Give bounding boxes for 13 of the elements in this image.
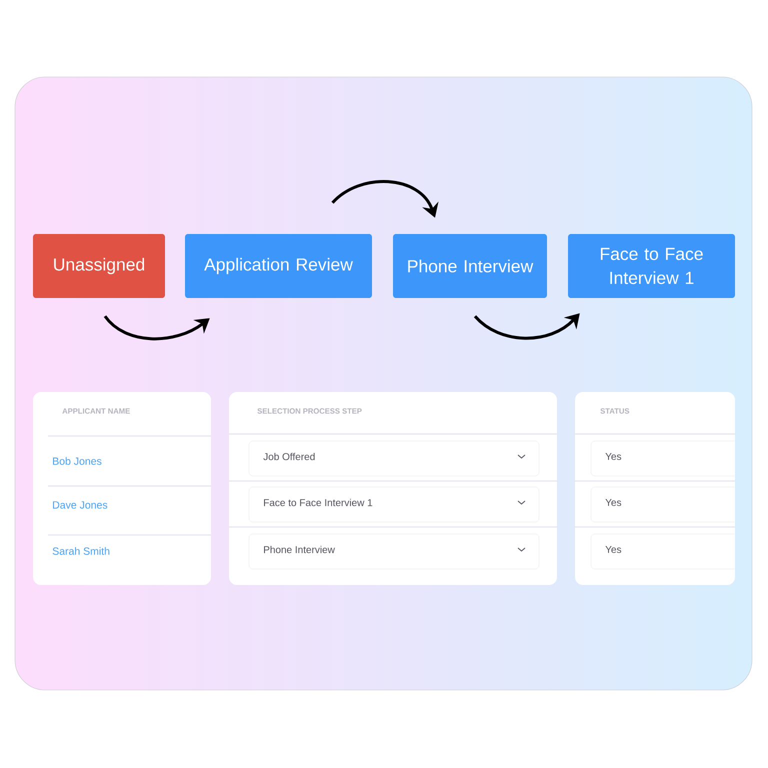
dropdown-field: Phone Interview [248,534,540,570]
dropdown-field: Job Offered [248,440,540,476]
applicant-name: Dave Jones [53,501,108,509]
status-field: Yes [590,440,736,476]
process-box: Phone Interview [393,234,547,298]
process-box: Application Review [185,234,372,298]
status-field: Yes [590,534,736,570]
applicant-name: Sarah Smith [52,547,110,555]
process-box: Face to Face Interview 1 [568,234,735,298]
status-field: Yes [590,486,736,522]
dropdown-field: Face to Face Interview 1 [248,486,540,522]
process-box: Unassigned [33,234,165,298]
applicant-name: Bob Jones [53,457,102,465]
